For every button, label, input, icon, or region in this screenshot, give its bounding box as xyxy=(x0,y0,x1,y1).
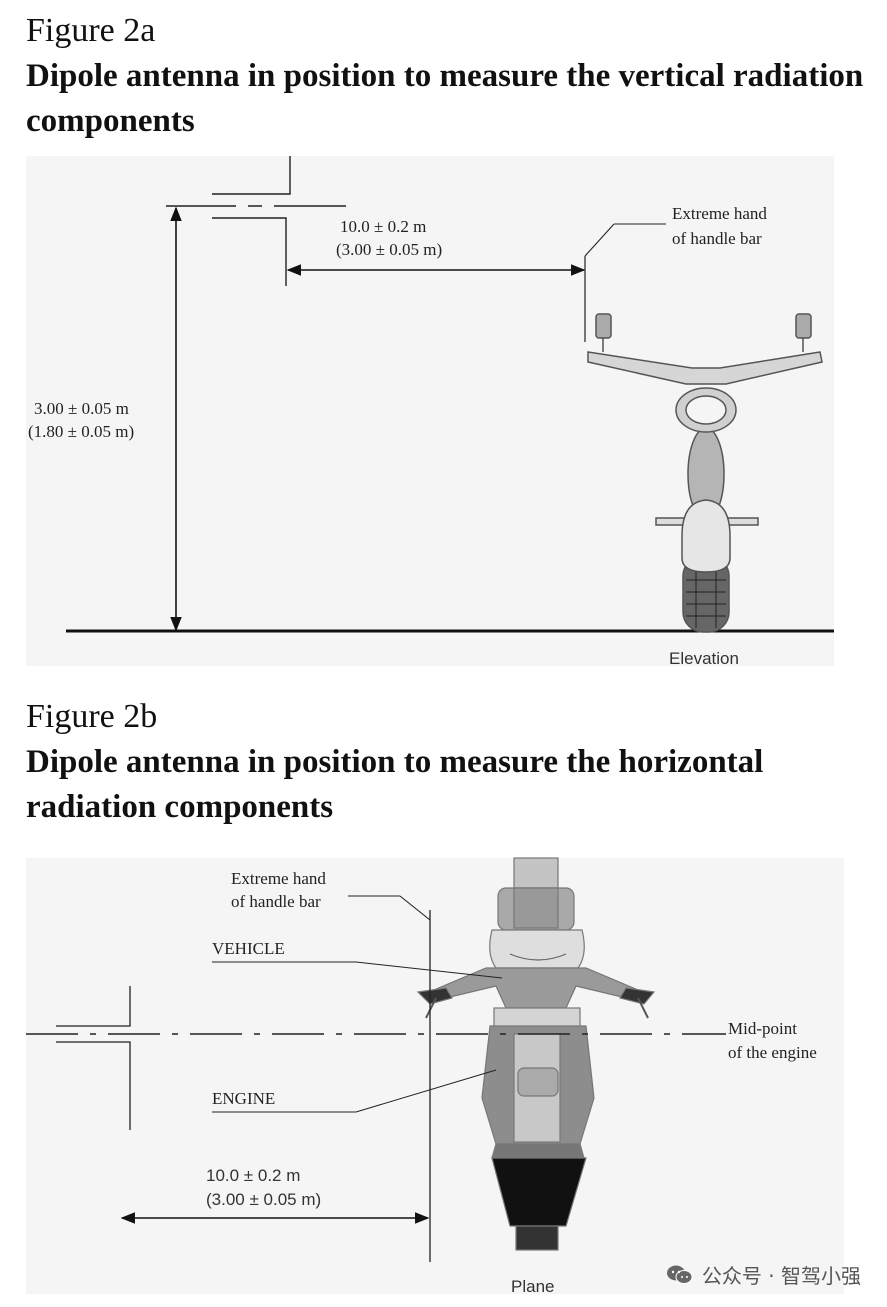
engine-label: ENGINE xyxy=(212,1089,275,1108)
watermark: 公众号 · 智驾小强 xyxy=(666,1260,861,1289)
distance-label-secondary: (3.00 ± 0.05 m) xyxy=(206,1190,321,1209)
watermark-text: 公众号 · 智驾小强 xyxy=(701,1264,861,1288)
figure-2b-title: Dipole antenna in position to measure th… xyxy=(26,744,764,825)
handlebar-label-line2: of handle bar xyxy=(231,892,321,911)
dipole-antenna xyxy=(56,986,131,1130)
handlebar-leader-line xyxy=(584,223,615,257)
height-label-secondary: (1.80 ± 0.05 m) xyxy=(28,422,134,441)
plane-drawing: Extreme hand of handle bar VEHICLE ENGIN… xyxy=(26,857,817,1296)
vehicle-leader-line xyxy=(355,961,503,979)
plane-caption: Plane xyxy=(511,1277,554,1296)
elevation-drawing: 10.0 ± 0.2 m (3.00 ± 0.05 m) Extreme han… xyxy=(28,156,834,668)
figure-2b-diagram: Extreme hand of handle bar VEHICLE ENGIN… xyxy=(26,857,844,1296)
distance-label-primary: 10.0 ± 0.2 m xyxy=(340,217,426,236)
handlebar-label-line1: Extreme hand xyxy=(231,869,326,888)
vehicle-label: VEHICLE xyxy=(212,939,285,958)
dipole-antenna xyxy=(166,156,346,286)
motorcycle-front-icon xyxy=(587,313,823,633)
figure-2b-label: Figure 2b xyxy=(26,698,158,735)
midpoint-label-line1: Mid-point xyxy=(728,1019,797,1038)
handlebar-leader-line xyxy=(399,895,431,921)
midpoint-label-line2: of the engine xyxy=(728,1043,817,1062)
handlebar-label-line2: of handle bar xyxy=(672,229,762,248)
figure-2a-label: Figure 2a xyxy=(26,12,156,49)
figure-2a-diagram: 10.0 ± 0.2 m (3.00 ± 0.05 m) Extreme han… xyxy=(26,156,834,668)
figure-2a-title: Dipole antenna in position to measure th… xyxy=(26,58,864,139)
engine-leader-line xyxy=(355,1069,497,1113)
wechat-icon xyxy=(666,1264,694,1286)
elevation-caption: Elevation xyxy=(669,649,739,668)
motorcycle-top-icon xyxy=(416,857,656,1251)
handlebar-label-line1: Extreme hand xyxy=(672,204,767,223)
height-label-primary: 3.00 ± 0.05 m xyxy=(34,399,129,418)
distance-label-primary: 10.0 ± 0.2 m xyxy=(206,1166,300,1185)
distance-label-secondary: (3.00 ± 0.05 m) xyxy=(336,240,442,259)
